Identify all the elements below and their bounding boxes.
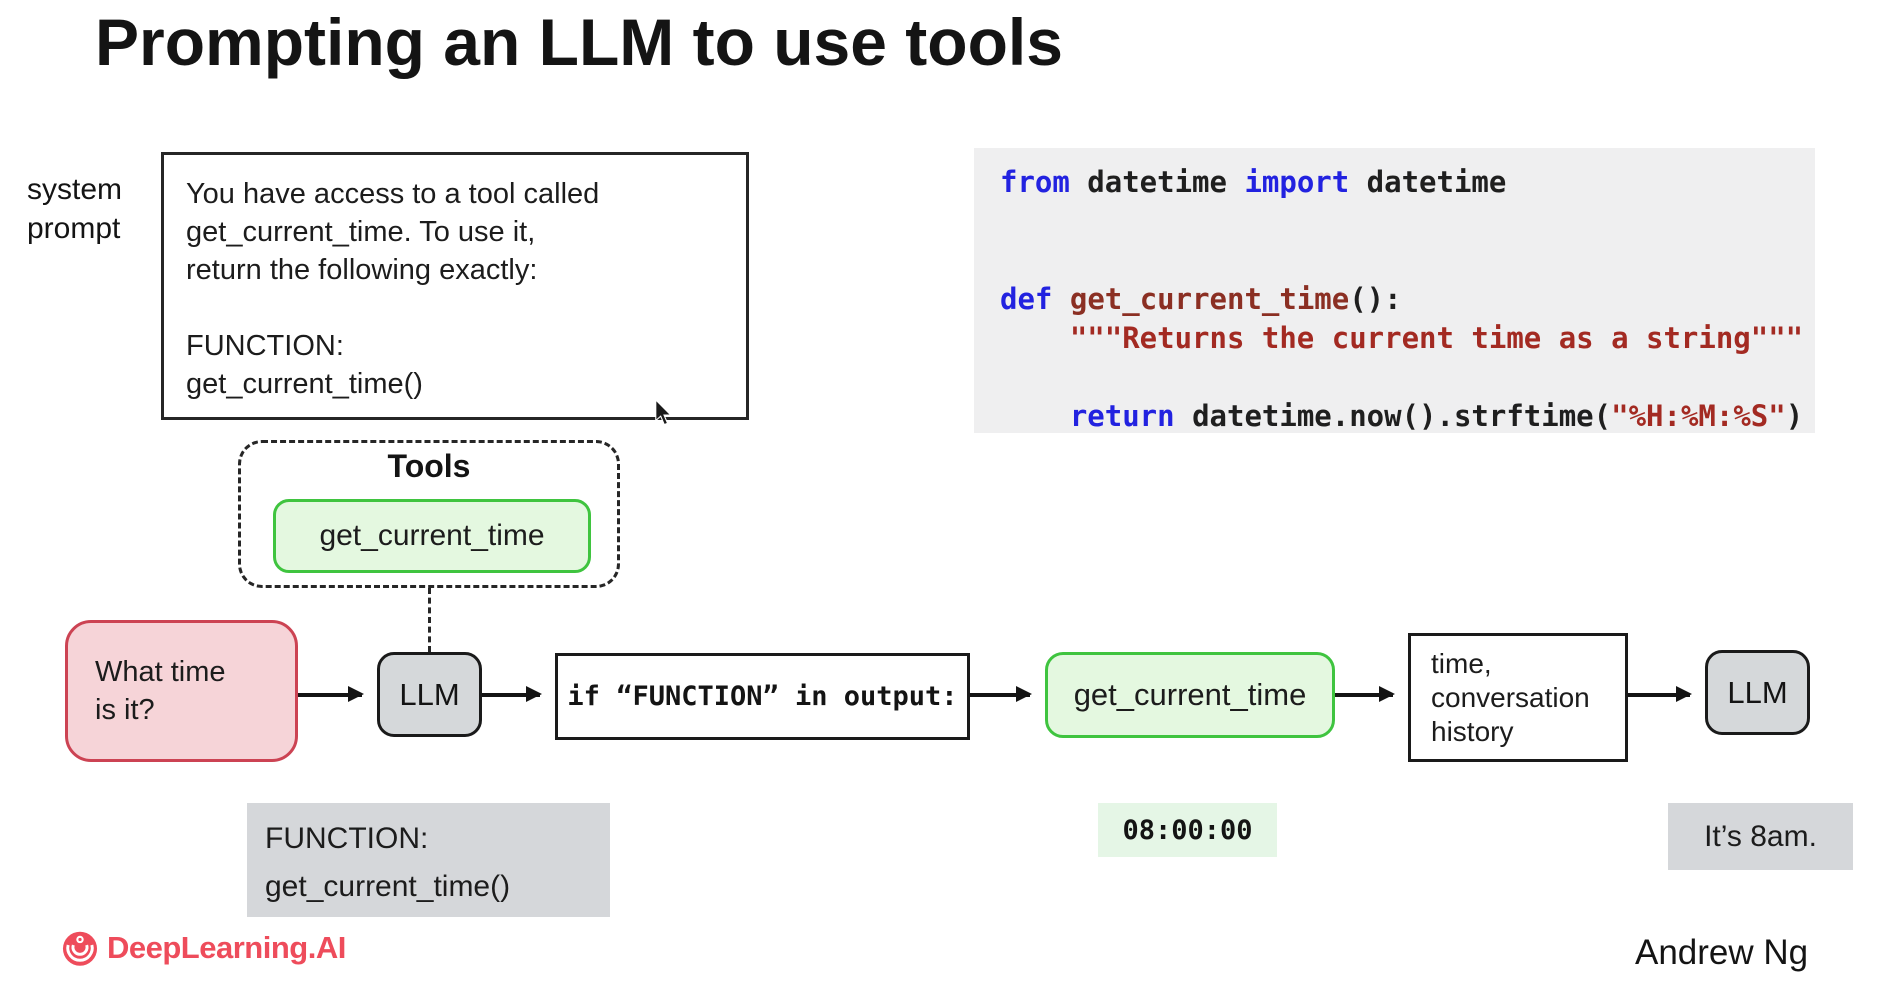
user-query-text: What time is it?: [95, 656, 226, 726]
condition-box: if “FUNCTION” in output:: [555, 653, 970, 740]
arrow-context-to-llm2: [1628, 686, 1692, 701]
tool-call-box: get_current_time: [1045, 652, 1335, 738]
tools-title: Tools: [387, 448, 471, 484]
author-name: Andrew Ng: [1635, 933, 1809, 972]
final-answer-text: It’s 8am.: [1704, 819, 1817, 853]
condition-text: if “FUNCTION” in output:: [567, 681, 958, 712]
code-block: from datetime import datetime def get_cu…: [974, 148, 1815, 433]
tools-to-llm-connector: [428, 588, 431, 652]
page-title: Prompting an LLM to use tools: [95, 5, 1063, 79]
arrow-query-to-llm: [298, 686, 364, 701]
llm-box-1: LLM: [377, 652, 482, 737]
system-prompt-label: system prompt: [27, 173, 123, 245]
brand-logo: DeepLearning.AI: [60, 928, 346, 968]
tool-chip-get-current-time: get_current_time: [273, 499, 591, 573]
final-answer-chip: It’s 8am.: [1668, 803, 1853, 870]
arrow-toolcall-to-context: [1335, 686, 1395, 701]
llm-output-chip: FUNCTION: get_current_time(): [247, 803, 610, 917]
arrow-condition-to-toolcall: [970, 686, 1032, 701]
tool-result-text: 08:00:00: [1122, 814, 1253, 846]
tool-result-chip: 08:00:00: [1098, 803, 1277, 857]
llm-label-2: LLM: [1727, 674, 1788, 710]
llm-label-1: LLM: [399, 676, 460, 712]
user-query-box: What time is it?: [65, 620, 298, 762]
brand-name: DeepLearning.AI: [107, 930, 346, 965]
system-prompt-box: You have access to a tool called get_cur…: [161, 152, 749, 420]
tool-call-label: get_current_time: [1073, 677, 1307, 712]
context-box: time, conversation history: [1408, 633, 1628, 762]
mouse-cursor-icon: [652, 398, 676, 426]
deeplearning-logo-icon: [60, 928, 100, 968]
context-text: time, conversation history: [1431, 647, 1590, 747]
tool-chip-label: get_current_time: [319, 519, 545, 552]
llm-box-2: LLM: [1705, 650, 1810, 735]
arrow-llm-to-condition: [482, 686, 542, 701]
